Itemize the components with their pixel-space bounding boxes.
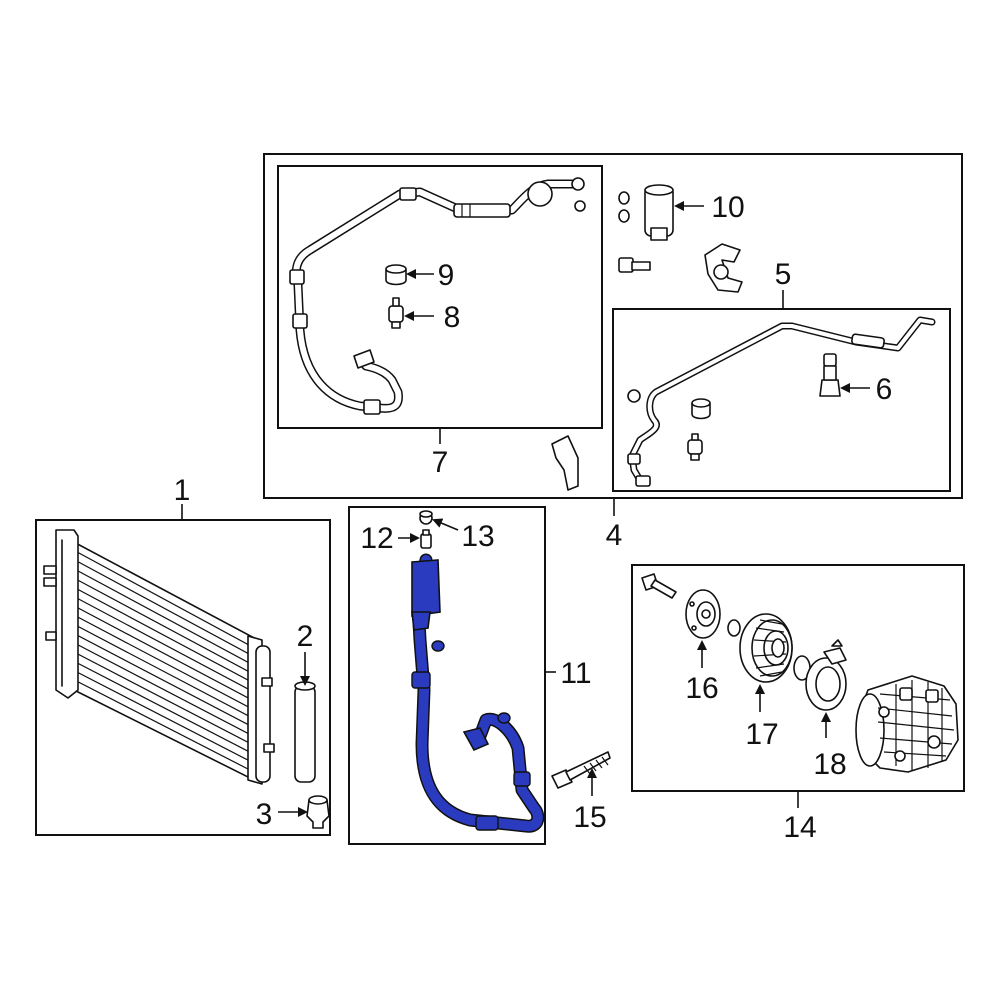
condenser-fin — [71, 641, 257, 739]
mounting-bracket-icon — [551, 435, 579, 491]
suction-line-icon — [289, 177, 586, 415]
clutch-hub-icon — [685, 589, 721, 639]
callout-18: 18 — [813, 748, 846, 781]
callout-15: 15 — [573, 801, 606, 834]
o-ring-icon — [618, 191, 630, 223]
callout-1: 1 — [174, 474, 191, 507]
group-frame-5 — [612, 308, 951, 492]
receiver-drier-icon — [294, 681, 316, 783]
callout-17: 17 — [745, 718, 778, 751]
o-ring-icon — [419, 510, 433, 525]
callout-9: 9 — [438, 259, 455, 292]
callout-4: 4 — [606, 519, 623, 552]
group-frame-1 — [35, 519, 331, 836]
service-valve-cap-icon — [691, 398, 711, 420]
condenser-fin — [71, 613, 257, 712]
o-ring-icon — [727, 619, 741, 637]
callout-8: 8 — [444, 301, 461, 334]
callout-6: 6 — [876, 373, 893, 406]
condenser-fin — [71, 659, 257, 756]
callout-11: 11 — [560, 657, 591, 690]
service-valve-cap-icon — [385, 264, 407, 286]
ac-line-assembly-icon — [627, 316, 936, 487]
condenser-fin — [71, 576, 257, 677]
discharge-hose-icon — [411, 553, 545, 833]
expansion-valve-icon — [644, 184, 674, 241]
condenser-fin — [71, 678, 257, 774]
condenser-fin — [71, 567, 257, 668]
group-frame-11 — [348, 506, 546, 845]
bracket-clamp-icon — [704, 243, 743, 293]
condenser-fin — [71, 604, 257, 703]
condenser-fin — [71, 668, 257, 765]
condenser-fin — [71, 622, 257, 721]
leader-13 — [432, 518, 459, 531]
callout-13: 13 — [461, 520, 494, 553]
callout-2: 2 — [297, 620, 314, 653]
pulley-icon — [739, 613, 793, 683]
pressure-switch-icon — [819, 353, 841, 397]
charge-valve-icon — [420, 529, 432, 549]
callout-5: 5 — [775, 258, 792, 291]
condenser-fin — [71, 631, 257, 730]
drier-plug-icon — [306, 795, 330, 829]
condenser-fin — [71, 650, 257, 748]
field-coil-icon — [805, 639, 847, 711]
callout-14: 14 — [783, 811, 816, 844]
condenser-fin — [71, 557, 257, 659]
condenser-fin — [71, 585, 257, 685]
bolt-small-icon — [618, 257, 651, 273]
bolt-icon — [641, 573, 677, 599]
callout-10: 10 — [711, 191, 744, 224]
pressure-switch-icon — [388, 297, 404, 329]
callout-7: 7 — [432, 446, 449, 479]
callout-12: 12 — [360, 522, 393, 555]
condenser-fin — [71, 594, 257, 694]
group-frame-4 — [263, 153, 963, 499]
compressor-icon — [855, 675, 959, 773]
charge-valve-icon — [687, 433, 703, 461]
condenser-fin — [71, 548, 257, 650]
bolt-icon — [551, 751, 611, 789]
callout-3: 3 — [256, 798, 273, 831]
callout-16: 16 — [685, 672, 718, 705]
condenser-icon — [43, 529, 275, 785]
